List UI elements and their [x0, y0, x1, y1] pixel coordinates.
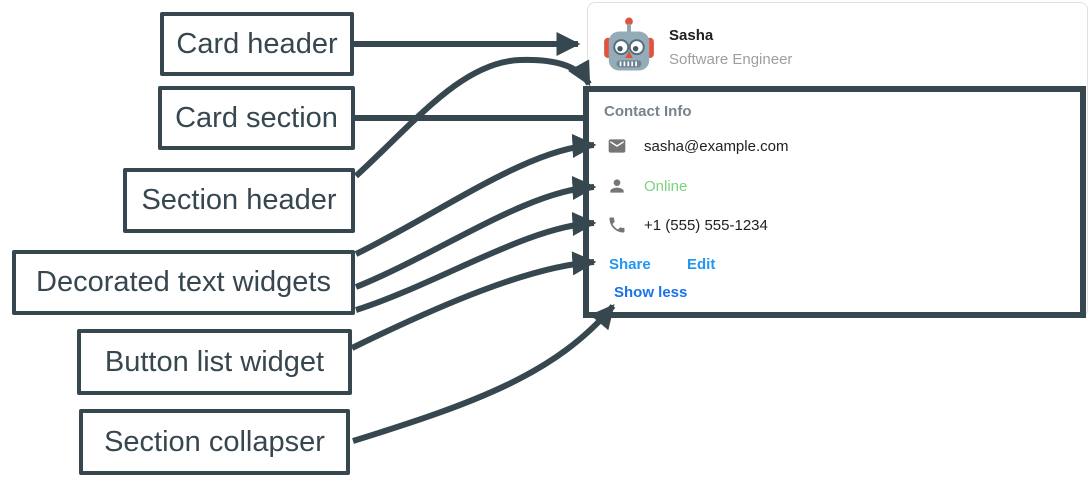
status-row: Online	[607, 176, 687, 196]
arrow-section-collapser	[352, 304, 616, 444]
label-card-section-text: Card section	[175, 101, 338, 134]
mail-icon	[607, 136, 627, 156]
edit-button[interactable]: Edit	[687, 256, 716, 273]
label-card-header-text: Card header	[176, 27, 338, 60]
label-card-header: Card header	[160, 12, 354, 76]
section-collapser-button[interactable]: Show less	[614, 284, 688, 301]
phone-icon	[607, 215, 627, 235]
label-card-section: Card section	[158, 86, 355, 150]
phone-text: +1 (555) 555-1234	[644, 216, 768, 234]
arrow-phone-widget	[355, 212, 597, 313]
label-section-collapser: Section collapser	[79, 409, 350, 475]
label-decorated-text-widgets: Decorated text widgets	[12, 250, 355, 315]
arrow-email-widget	[354, 134, 597, 257]
arrow-status-widget	[354, 176, 597, 290]
label-decorated-text-widgets-text: Decorated text widgets	[36, 266, 331, 298]
label-button-list-widget: Button list widget	[77, 329, 352, 395]
robot-icon	[601, 16, 657, 72]
person-icon	[607, 176, 627, 196]
arrow-button-list	[350, 251, 597, 351]
phone-row: +1 (555) 555-1234	[607, 215, 768, 235]
email-row: sasha@example.com	[607, 136, 788, 156]
status-text: Online	[644, 177, 688, 195]
card-header-name: Sasha	[669, 27, 714, 44]
section-header-title: Contact Info	[604, 103, 692, 120]
label-section-collapser-text: Section collapser	[104, 425, 325, 458]
card-header-role: Software Engineer	[669, 51, 793, 68]
label-section-header: Section header	[123, 168, 355, 233]
contact-card: Sasha Software Engineer Contact Info sas…	[587, 2, 1088, 318]
email-text: sasha@example.com	[644, 137, 789, 155]
label-section-header-text: Section header	[141, 184, 337, 216]
share-button[interactable]: Share	[609, 256, 651, 273]
arrow-section-header	[353, 56, 592, 179]
label-button-list-widget-text: Button list widget	[104, 345, 325, 378]
